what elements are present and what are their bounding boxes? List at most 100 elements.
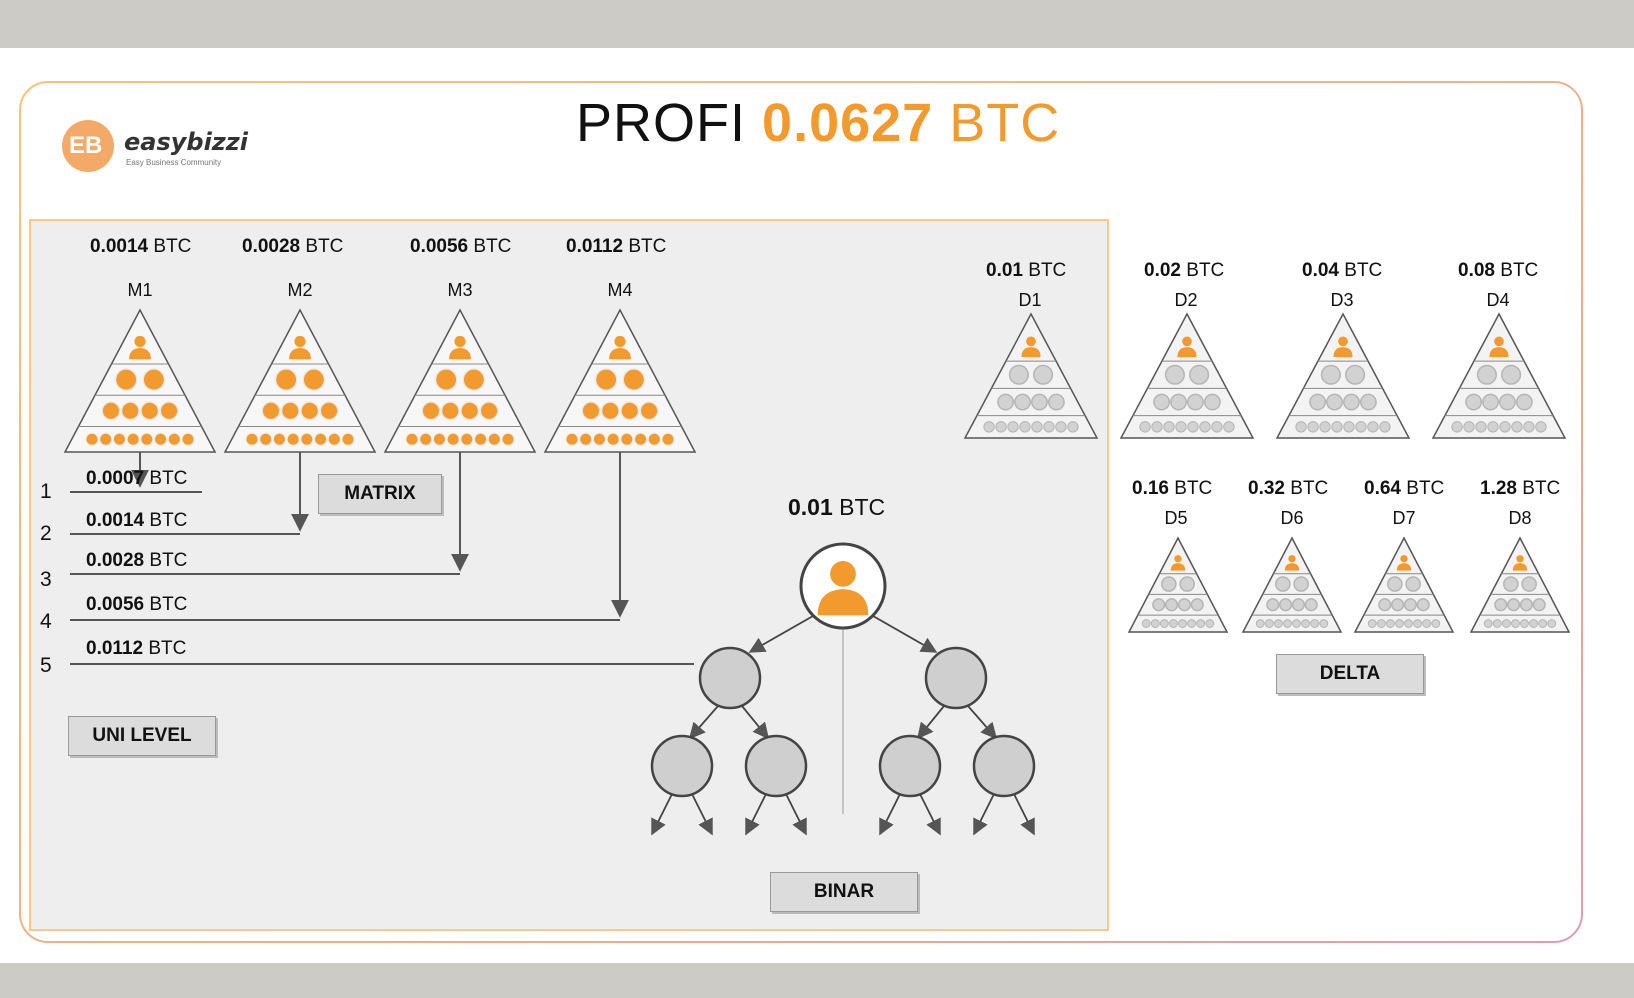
delta-d7-label: D7 — [1392, 508, 1416, 528]
coin-icon — [112, 432, 126, 446]
coin-icon — [1304, 598, 1318, 612]
coin-icon — [327, 432, 341, 446]
slide: EB easybizzi Easy Business Community PRO… — [0, 48, 1634, 963]
coin-icon — [1451, 421, 1463, 433]
coin-icon — [647, 432, 661, 446]
coin-icon — [259, 432, 273, 446]
coin-icon — [1431, 619, 1441, 628]
person-body — [1170, 563, 1186, 571]
coin-icon — [1355, 421, 1367, 433]
binar-arrow — [967, 705, 998, 740]
pyramid-outline — [1353, 536, 1455, 633]
delta-d5-label: D5 — [1164, 508, 1188, 528]
coin-icon — [594, 368, 618, 391]
coin-icon — [1482, 393, 1499, 411]
coin-icon — [1501, 364, 1522, 385]
delta-label-box: DELTA — [1276, 654, 1424, 694]
coin-icon — [1359, 393, 1377, 411]
coin-icon — [1463, 421, 1475, 433]
coin-icon — [1503, 576, 1519, 592]
level-2-num: 2 — [40, 522, 52, 545]
delta-d1-price: 0.01 BTC — [986, 260, 1067, 281]
coin-icon — [1178, 619, 1187, 628]
binar-node — [878, 734, 942, 798]
pyramid-outline — [963, 312, 1099, 439]
page-title: PROFI 0.0627 BTC — [576, 92, 1060, 154]
coin-icon — [245, 432, 259, 446]
coin-icon — [1507, 598, 1521, 612]
coin-icon — [1177, 598, 1191, 612]
coin-icon — [1008, 364, 1029, 385]
matrix-m2-label: M2 — [287, 280, 313, 300]
person-head — [454, 335, 466, 347]
coin-icon — [286, 432, 300, 446]
pyramid-outline — [1275, 312, 1411, 439]
delta-d3-price: 0.04 BTC — [1302, 260, 1383, 281]
coin-icon — [1475, 421, 1487, 433]
coin-icon — [1465, 393, 1483, 411]
coin-icon — [120, 401, 140, 421]
coin-icon — [419, 432, 433, 446]
coin-icon — [1487, 421, 1499, 433]
binar-arrow — [916, 705, 945, 740]
level-5-price: 0.0112 BTC — [86, 638, 187, 659]
coin-icon — [167, 432, 181, 446]
person-head — [1494, 336, 1504, 347]
person-body — [1512, 563, 1528, 571]
coin-icon — [1153, 393, 1171, 411]
delta-d7-price: 0.64 BTC — [1364, 478, 1445, 499]
coin-icon — [1343, 421, 1355, 433]
level-4-price: 0.0056 BTC — [86, 594, 188, 615]
coin-icon — [460, 401, 480, 421]
coin-icon — [101, 401, 121, 421]
matrix-pyramid-m3 — [383, 308, 537, 453]
coin-icon — [1067, 421, 1079, 433]
binar-arrow — [688, 705, 719, 740]
person-head — [614, 335, 626, 347]
coin-icon — [114, 368, 138, 391]
coin-icon — [1211, 421, 1223, 433]
person-body — [1021, 347, 1041, 358]
coin-icon — [462, 368, 486, 391]
coin-icon — [1307, 421, 1319, 433]
coin-icon — [405, 432, 419, 446]
coin-icon — [300, 401, 320, 421]
binar-arrow — [919, 793, 941, 836]
coin-icon — [432, 432, 446, 446]
coin-icon — [1047, 393, 1065, 411]
level-3-num: 3 — [40, 568, 52, 591]
coin-icon — [1395, 619, 1404, 628]
level-2-price: 0.0014 BTC — [86, 510, 188, 531]
coin-icon — [1519, 598, 1533, 612]
pyramid-outline — [543, 308, 697, 453]
coin-icon — [1378, 598, 1392, 612]
coin-icon — [1031, 393, 1048, 411]
coin-icon — [140, 432, 154, 446]
coin-icon — [302, 368, 326, 391]
binar-arrow — [741, 705, 770, 740]
coin-icon — [983, 421, 995, 433]
coin-icon — [634, 432, 648, 446]
coin-icon — [995, 421, 1007, 433]
coin-icon — [620, 401, 640, 421]
coin-icon — [1476, 364, 1497, 385]
coin-icon — [1189, 364, 1210, 385]
coin-icon — [592, 432, 606, 446]
logo-tagline: Easy Business Community — [126, 158, 222, 167]
coin-icon — [1547, 619, 1557, 628]
matrix-m1-label: M1 — [127, 280, 153, 300]
coin-icon — [1055, 421, 1067, 433]
binar-arrow — [785, 793, 807, 836]
coin-icon — [600, 401, 620, 421]
binar-arrow — [872, 615, 938, 653]
coin-icon — [1403, 598, 1417, 612]
coin-icon — [446, 432, 460, 446]
coin-icon — [1320, 364, 1341, 385]
diagram-graphics — [63, 308, 1571, 836]
coin-icon — [142, 368, 166, 391]
coin-icon — [99, 432, 113, 446]
coin-icon — [1319, 619, 1329, 628]
coin-icon — [272, 432, 286, 446]
binar-arrow — [748, 615, 814, 653]
coin-icon — [1196, 619, 1206, 628]
